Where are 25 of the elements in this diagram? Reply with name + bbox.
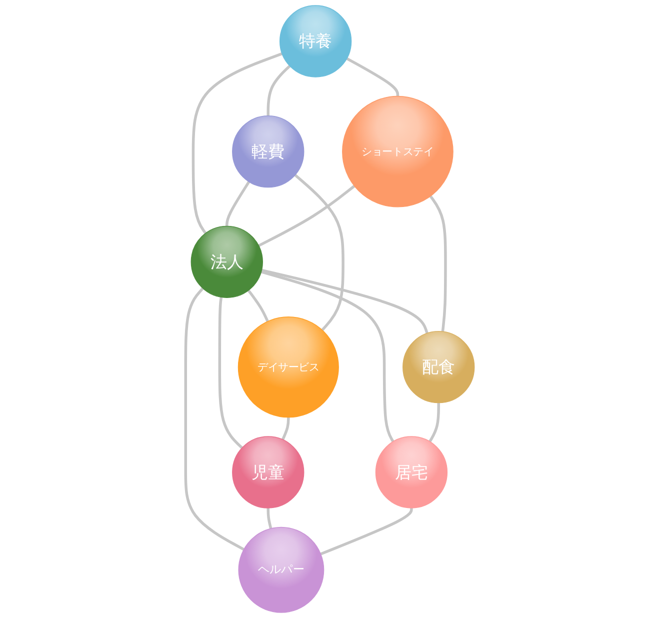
node-circle: 特養: [279, 5, 352, 78]
connector: [218, 297, 243, 449]
connector: [226, 181, 250, 226]
node-circle: デイサービス: [238, 316, 339, 418]
connector: [266, 508, 272, 529]
connector: [320, 508, 413, 556]
connector: [247, 290, 269, 322]
connector: [294, 174, 344, 331]
connector: [266, 64, 291, 116]
connector: [258, 184, 356, 247]
connector: [192, 52, 283, 234]
connector: [428, 402, 440, 442]
node-circle: 児童: [232, 436, 304, 508]
node-circle: ヘルパー: [238, 526, 324, 613]
connector: [281, 417, 290, 440]
node-circle: 居宅: [375, 436, 448, 508]
connector: [346, 57, 400, 96]
connector: [184, 287, 244, 551]
connector: [260, 270, 394, 442]
node-circle: 配食: [402, 331, 475, 404]
node-circle: ショートステイ: [342, 96, 454, 208]
connector: [261, 268, 428, 334]
node-circle: 法人: [190, 226, 263, 298]
connector: [429, 195, 447, 332]
node-circle: 軽費: [232, 115, 304, 188]
